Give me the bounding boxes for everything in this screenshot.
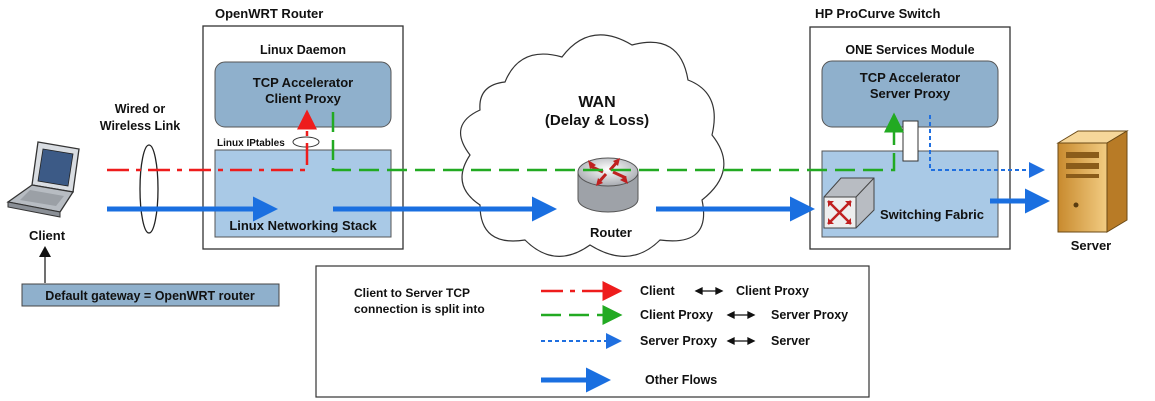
server-proxy-line2: Server Proxy [870, 86, 951, 101]
legend-row1-right: Client Proxy [736, 284, 809, 298]
flow-client-proxy-to-server-proxy [331, 112, 904, 172]
legend-intro-line2: connection is split into [354, 302, 485, 316]
wan-subtitle: (Delay & Loss) [545, 112, 649, 129]
linux-networking-stack-box [214, 149, 392, 238]
link-label-line2: Wireless Link [100, 119, 181, 133]
default-gateway-note: Default gateway = OpenWRT router [45, 289, 255, 303]
router-icon [577, 157, 639, 213]
switch-chip-icon [823, 177, 875, 229]
server-proxy-line1: TCP Accelerator [860, 70, 960, 85]
flow-client-to-client-proxy [107, 109, 317, 172]
laptop-icon [6, 141, 80, 218]
hp-switch-title: HP ProCurve Switch [815, 6, 941, 21]
client-proxy-line2: Client Proxy [265, 91, 342, 106]
legend-intro-line1: Client to Server TCP [354, 286, 470, 300]
client-label: Client [29, 228, 66, 243]
legend-row4-left: Other Flows [645, 373, 717, 387]
client-proxy-line1: TCP Accelerator [253, 75, 353, 90]
wan-title: WAN [578, 94, 615, 111]
link-bundle-ellipse [139, 144, 159, 234]
linux-daemon-label: Linux Daemon [260, 43, 346, 57]
server-tower-icon [1056, 130, 1129, 233]
double-arrow-icon [694, 286, 724, 296]
switching-fabric-label: Switching Fabric [880, 207, 984, 222]
one-services-module-label: ONE Services Module [845, 43, 974, 57]
linux-iptables-label: Linux IPtables [217, 138, 285, 149]
linux-networking-stack-label: Linux Networking Stack [229, 218, 377, 233]
router-label: Router [590, 225, 632, 240]
flow-other [107, 188, 1050, 222]
wan-cloud [460, 34, 725, 257]
legend-row2-right: Server Proxy [771, 308, 848, 322]
legend-row1-left: Client [640, 284, 676, 298]
legend-row2-left: Client Proxy [640, 308, 713, 322]
legend-row3-right: Server [771, 334, 810, 348]
legend-row3-left: Server Proxy [640, 334, 717, 348]
openwrt-title: OpenWRT Router [215, 6, 323, 21]
default-gateway-box [21, 283, 280, 307]
double-arrow-icon [726, 310, 756, 320]
proxy-redirect-block [902, 120, 919, 162]
double-arrow-icon [726, 336, 756, 346]
server-label: Server [1071, 238, 1111, 253]
link-label-line1: Wired or [115, 102, 166, 116]
